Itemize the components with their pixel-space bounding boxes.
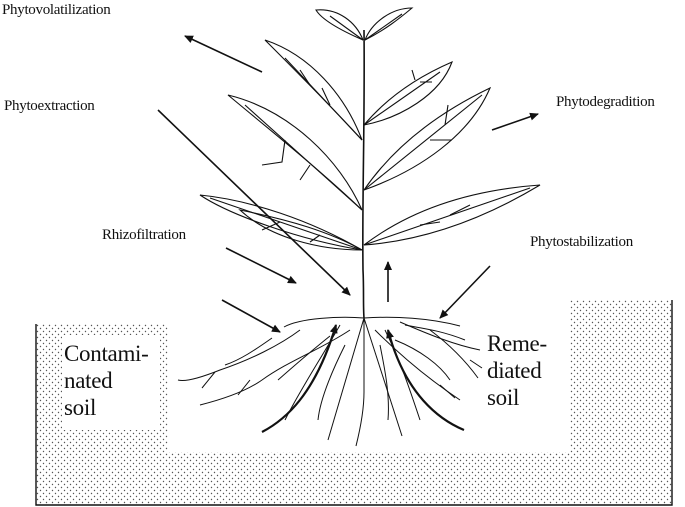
label-phytoextraction: Phytoextraction xyxy=(4,98,95,114)
phytostabilization-arrow xyxy=(439,265,491,319)
rhizofiltration-arrow-upper xyxy=(225,247,297,284)
label-phytovolatilization: Phytovolatilization xyxy=(2,2,111,18)
root-uptake-arrow-right xyxy=(386,329,465,432)
process-arrows xyxy=(157,35,539,433)
rhizofiltration-arrow-lower xyxy=(221,299,281,333)
root-uptake-arrow-left xyxy=(261,324,338,433)
phytovolatilization-arrow xyxy=(184,35,263,73)
phytoextraction-arrow xyxy=(157,109,351,296)
phytodegradation-arrow xyxy=(491,112,539,131)
plant-leaves xyxy=(199,7,541,251)
label-phytodegradation: Phytodegradition xyxy=(556,94,655,110)
plant-roots xyxy=(177,316,483,447)
label-contaminated-soil: Contami- nated soil xyxy=(64,341,149,420)
label-rhizofiltration: Rhizofiltration xyxy=(102,227,186,243)
soil-container xyxy=(35,300,673,506)
label-remediated-soil: Reme- diated soil xyxy=(487,331,547,410)
plant-stem xyxy=(361,29,366,319)
label-phytostabilization: Phytostabilization xyxy=(530,234,633,250)
